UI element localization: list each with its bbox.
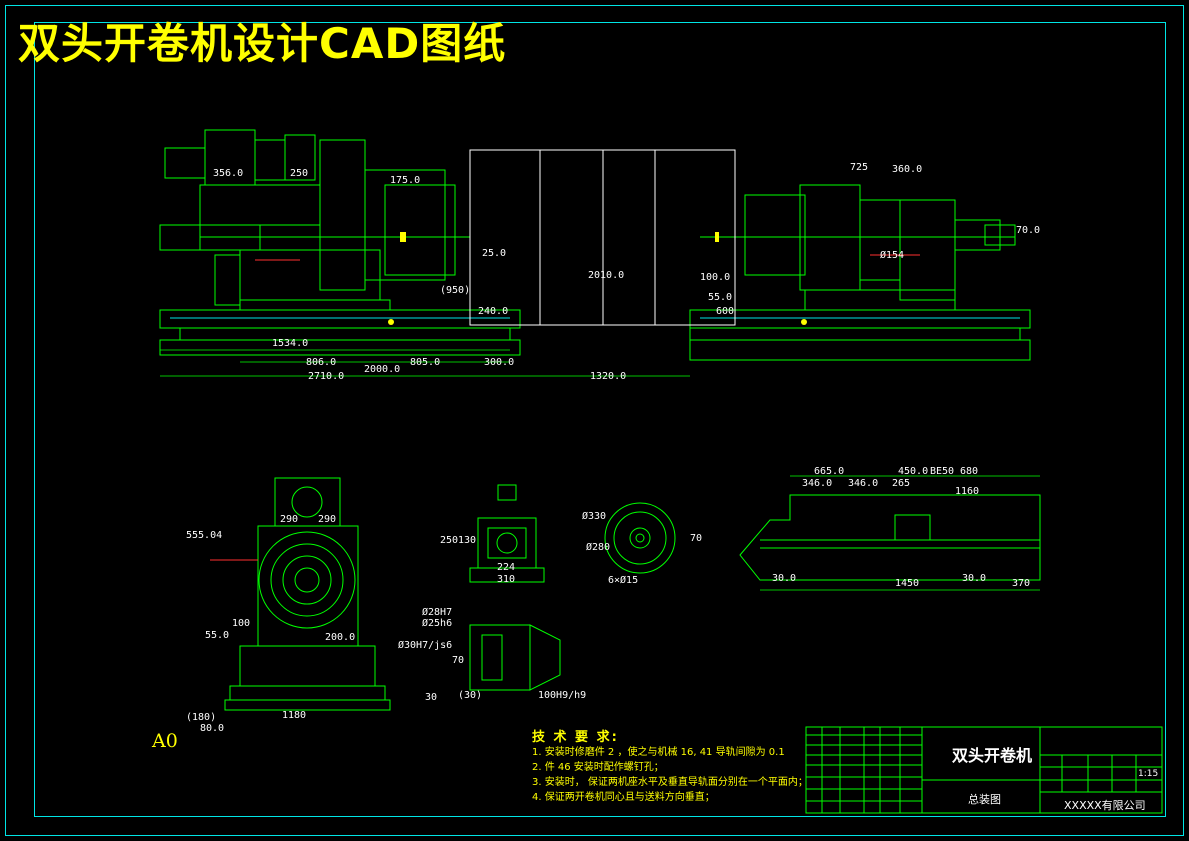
dimension-label: (180): [186, 712, 217, 723]
dimension-label: 265: [892, 478, 911, 489]
dimension-label: 2710.0: [308, 371, 345, 382]
tech-requirement-item: 1. 安装时修磨件 2 ，使之与机械 16, 41 导轨间隙为 0.1: [532, 747, 785, 758]
dimension-label: 356.0: [213, 168, 244, 179]
dimension-label: Ø154: [880, 250, 905, 261]
dimension-label: 100H9/h9: [538, 690, 587, 701]
dimension-label: (950): [440, 285, 471, 296]
dimension-label: 130: [458, 535, 477, 546]
dimension-label: Ø28H7: [422, 607, 453, 618]
tech-requirement-item: 3. 安装时， 保证两机座水平及垂直导轨面分别在一个平面内；: [532, 777, 808, 788]
dimension-label: 555.04: [186, 530, 223, 541]
dimension-label: Ø25h6: [422, 618, 453, 629]
dimension-label: 6×Ø15: [608, 575, 639, 586]
tech-requirement-item: 4. 保证两开卷机同心且与送料方向垂直；: [532, 792, 715, 803]
dimension-label: 370: [1012, 578, 1031, 589]
dimension-label: 30.0: [772, 573, 797, 584]
dimension-label: 240.0: [478, 306, 509, 317]
dimension-label: 70: [452, 655, 465, 666]
drawing-type: 总装图: [968, 793, 1001, 806]
drawing-name: 双头开卷机: [952, 746, 1033, 765]
dimension-label: 1450: [895, 578, 920, 589]
dimension-label: 665.0: [814, 466, 845, 477]
dimension-label: 70: [690, 533, 703, 544]
dimension-label: (30): [458, 690, 483, 701]
dimension-label: 300.0: [484, 357, 515, 368]
dimension-label: 30.0: [962, 573, 987, 584]
dimension-label: 25.0: [482, 248, 507, 259]
dimension-label: 100.0: [700, 272, 731, 283]
dimension-label: 1180: [282, 710, 307, 721]
sheet-size-label: A0: [152, 730, 178, 752]
dimension-label: 290: [280, 514, 299, 525]
dimension-label: 1534.0: [272, 338, 309, 349]
dimension-label: 80.0: [200, 723, 225, 734]
dimension-label: 346.0: [802, 478, 833, 489]
dimension-label: 200.0: [325, 632, 356, 643]
page-title: 双头开卷机设计CAD图纸: [18, 19, 507, 68]
tech-requirement-item: 2. 件 46 安装时配作螺钉孔；: [532, 762, 664, 773]
dimension-label: 250: [440, 535, 459, 546]
dimension-label: 680: [960, 466, 979, 477]
dimension-label: Ø280: [586, 542, 611, 553]
dimension-label: 290: [318, 514, 337, 525]
dimension-label: 250: [290, 168, 309, 179]
dimension-label: 346.0: [848, 478, 879, 489]
dimension-label: BE50: [930, 466, 955, 477]
dimension-label: 55.0: [708, 292, 733, 303]
inner-frame: [34, 22, 1166, 817]
dimension-label: 806.0: [306, 357, 337, 368]
dimension-label: 450.0: [898, 466, 929, 477]
dimension-label: 30: [425, 692, 438, 703]
dimension-label: Ø330: [582, 511, 607, 522]
drawing-scale: 1:15: [1138, 769, 1159, 779]
dimension-label: 2010.0: [588, 270, 625, 281]
dimension-label: 310: [497, 574, 516, 585]
outer-frame: [5, 5, 1184, 836]
dimension-label: 1320.0: [590, 371, 627, 382]
dimension-label: 224: [497, 562, 516, 573]
tech-requirements-heading: 技 术 要 求:: [532, 730, 619, 745]
dimension-label: 360.0: [892, 164, 923, 175]
tech-requirements: 技 术 要 求: 1. 安装时修磨件 2 ，使之与机械 16, 41 导轨间隙为…: [532, 730, 808, 805]
dimension-label: 2000.0: [364, 364, 401, 375]
dimension-label: 725: [850, 162, 869, 173]
dimension-label: 805.0: [410, 357, 441, 368]
dimension-label: 600: [716, 306, 735, 317]
dimension-label: 100: [232, 618, 251, 629]
dimension-label: 70.0: [1016, 225, 1041, 236]
dimension-label: 175.0: [390, 175, 421, 186]
dimension-label: Ø30H7/js6: [398, 640, 453, 651]
dimension-label: 55.0: [205, 630, 230, 641]
dimension-label: 1160: [955, 486, 980, 497]
company-name: XXXXX有限公司: [1064, 799, 1146, 812]
